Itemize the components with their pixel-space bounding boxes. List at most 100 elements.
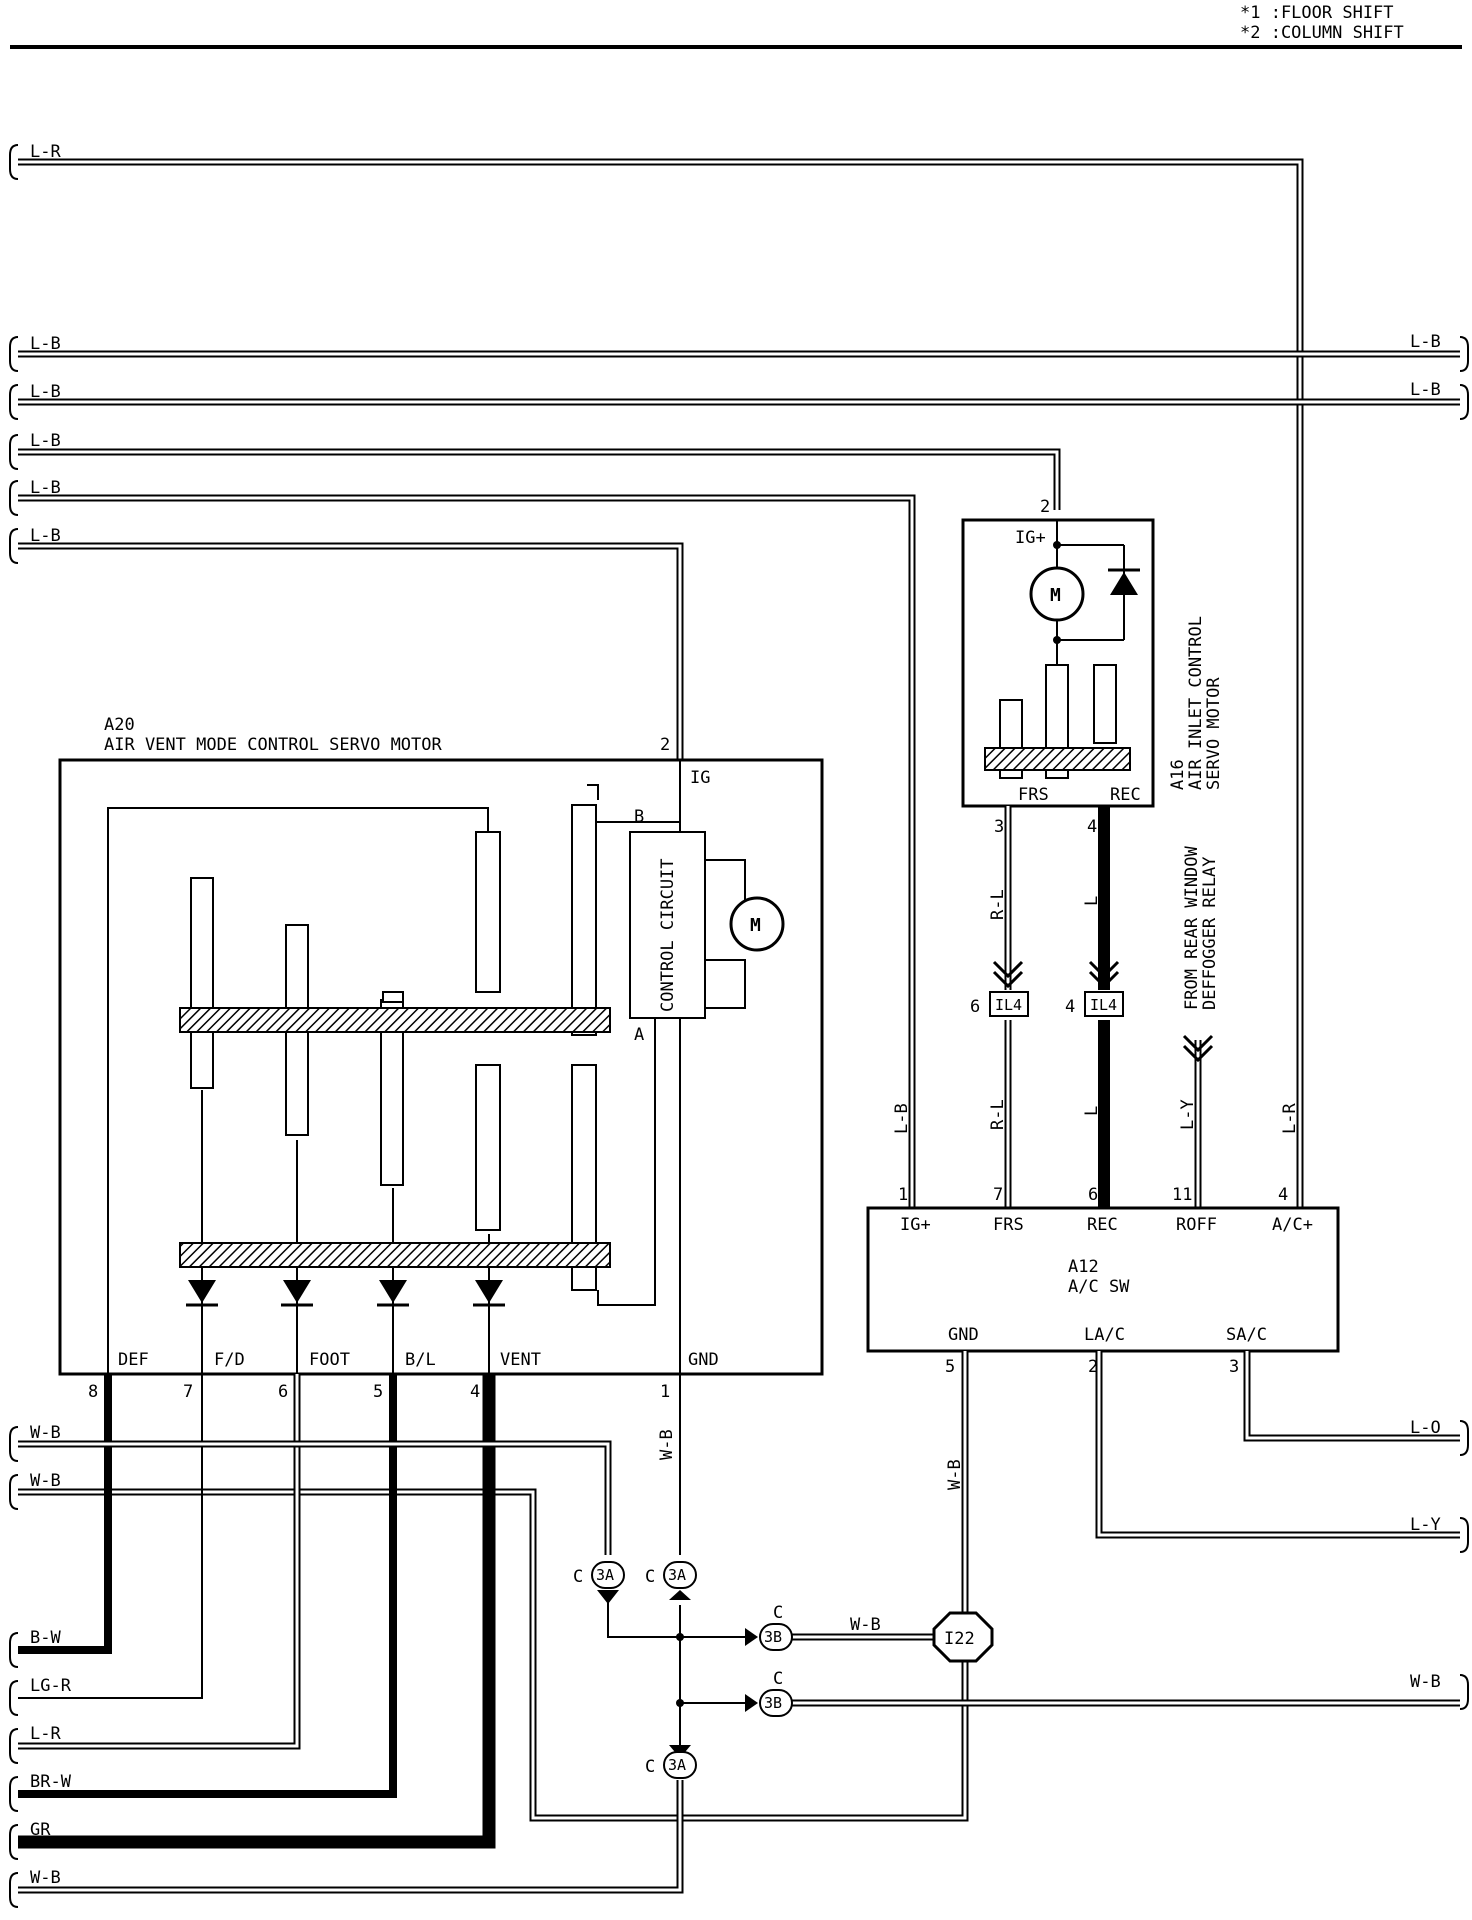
- i22-connector: I22: [932, 1611, 994, 1663]
- wire-label-right-bottom-2: L-Y: [1410, 1515, 1441, 1535]
- junction-3b-top: 3B C: [745, 1603, 793, 1651]
- a20-servo-motor: IG CONTROL CIRCUIT B A M: [58, 758, 824, 1376]
- wire-label-left-top-5: L-B: [30, 478, 61, 498]
- wire-label-left-bottom-8: W-B: [30, 1868, 61, 1888]
- a16-pin-rec: 4: [1087, 817, 1097, 837]
- junction-3a-left-label: 3A: [596, 1566, 614, 1584]
- junction-3b-top-label: 3B: [764, 1628, 782, 1646]
- a12-label-rec: REC: [1087, 1215, 1118, 1235]
- a16-pin-ig: 2: [1040, 497, 1050, 517]
- junction-3a-mid-label: 3A: [668, 1566, 686, 1584]
- top-wires: [18, 158, 1460, 1210]
- a12-label-lac: LA/C: [1084, 1325, 1125, 1345]
- right-bottom-brackets: [1459, 1420, 1469, 1710]
- junction-3b-bottom-prefix: C: [773, 1669, 783, 1689]
- a20-label-bl: B/L: [405, 1350, 436, 1370]
- wire-label-jb-top: W-B: [850, 1615, 881, 1635]
- wire-label-frs-upper: R-L: [988, 889, 1008, 920]
- wire-label-left-bottom-6: BR-W: [30, 1772, 72, 1792]
- a20-label-foot: FOOT: [309, 1350, 350, 1370]
- a16-motor-symbol: M: [1050, 585, 1061, 606]
- a16-rec-label: REC: [1110, 785, 1141, 805]
- wire-label-a20-gnd: W-B: [657, 1429, 677, 1460]
- wire-label-roff: L-Y: [1178, 1099, 1198, 1130]
- il4-pin-frs: 6: [970, 997, 980, 1017]
- a12-code: A12: [1068, 1257, 1099, 1277]
- il4-chevrons: [992, 960, 1214, 1063]
- wire-label-left-bottom-7: GR: [30, 1820, 51, 1840]
- a12-pin-11: 11: [1172, 1185, 1192, 1205]
- a16-name-line2: SERVO MOTOR: [1204, 677, 1224, 790]
- relay-label-line1: FROM REAR WINDOW: [1182, 845, 1202, 1010]
- left-top-brackets: [9, 144, 19, 564]
- wire-label-right-bottom-1: L-O: [1410, 1418, 1441, 1438]
- a20-code: A20: [104, 715, 135, 735]
- a16-pin-frs: 3: [994, 817, 1004, 837]
- wire-label-rec-upper: L: [1082, 896, 1102, 906]
- junction-3b-bottom-label: 3B: [764, 1694, 782, 1712]
- a12-label-ac: A/C+: [1272, 1215, 1313, 1235]
- wire-label-right-bottom-3: W-B: [1410, 1672, 1441, 1692]
- junction-3a-low: 3A C: [645, 1745, 697, 1779]
- a16-output-wires: [1004, 806, 1202, 1210]
- a12-label-roff: ROFF: [1176, 1215, 1217, 1235]
- wire-label-a12-ig: L-B: [892, 1103, 912, 1134]
- a12-pin-5: 5: [945, 1357, 955, 1377]
- wire-label-ac: L-R: [1280, 1103, 1300, 1134]
- note-floor-shift: *1 :FLOOR SHIFT: [1240, 3, 1394, 23]
- junction-3a-left: 3A C: [573, 1561, 625, 1604]
- right-top-brackets: [1459, 336, 1469, 420]
- a12-ac-switch: 1 7 6 11 4 IG+ FRS REC ROFF A/C+ A12 A/C…: [866, 1185, 1340, 1377]
- a12-pin-6: 6: [1088, 1185, 1098, 1205]
- a20-pin-1: 1: [660, 1382, 670, 1402]
- a20-name: AIR VENT MODE CONTROL SERVO MOTOR: [104, 735, 443, 755]
- junction-3b-bottom: 3B C: [745, 1669, 793, 1717]
- a16-frs-label: FRS: [1018, 785, 1049, 805]
- junction-3a-left-prefix: C: [573, 1567, 583, 1587]
- a16-code: A16: [1168, 759, 1188, 790]
- relay-label-line2: DEFFOGGER RELAY: [1200, 856, 1220, 1010]
- wire-label-left-bottom-5: L-R: [30, 1724, 61, 1744]
- a20-pin-4: 4: [470, 1382, 480, 1402]
- a12-pin-7: 7: [993, 1185, 1003, 1205]
- bottom-left-wires: [18, 1374, 1460, 1894]
- note-column-shift: *2 :COLUMN SHIFT: [1240, 23, 1404, 43]
- junction-3a-mid-prefix: C: [645, 1567, 655, 1587]
- wire-label-left-bottom-1: W-B: [30, 1423, 61, 1443]
- a16-servo-motor: 2 IG+ M FRS REC 3 4: [961, 497, 1155, 837]
- wire-label-left-bottom-2: W-B: [30, 1471, 61, 1491]
- wire-label-left-top-3: L-B: [30, 382, 61, 402]
- i22-label: I22: [944, 1629, 975, 1649]
- a20-label-gnd: GND: [688, 1350, 719, 1370]
- wire-label-frs-lower: R-L: [988, 1099, 1008, 1130]
- a12-pin-4: 4: [1278, 1185, 1288, 1205]
- wire-label-left-top-2: L-B: [30, 334, 61, 354]
- wire-label-left-top-6: L-B: [30, 526, 61, 546]
- a12-pin-3: 3: [1229, 1357, 1239, 1377]
- a20-label-ig: IG: [690, 768, 710, 788]
- a16-name-line1: AIR INLET CONTROL: [1186, 616, 1206, 790]
- junction-3a-low-prefix: C: [645, 1757, 655, 1777]
- a20-label-fd: F/D: [214, 1350, 245, 1370]
- a12-pin-2: 2: [1088, 1357, 1098, 1377]
- a12-label-gnd: GND: [948, 1325, 979, 1345]
- wire-label-right-top-1: L-B: [1410, 332, 1441, 352]
- il4-label-frs: IL4: [995, 996, 1022, 1014]
- junction-3a-low-label: 3A: [668, 1756, 686, 1774]
- wire-label-left-bottom-4: LG-R: [30, 1676, 72, 1696]
- a20-pin-ig-num: 2: [660, 735, 670, 755]
- a20-pin-5: 5: [373, 1382, 383, 1402]
- wire-label-left-bottom-3: B-W: [30, 1628, 61, 1648]
- a20-control-circuit: CONTROL CIRCUIT: [658, 858, 678, 1012]
- a12-label-ig: IG+: [900, 1215, 931, 1235]
- a20-motor-symbol: M: [750, 915, 761, 936]
- a20-pin-8: 8: [88, 1382, 98, 1402]
- a12-pin-1: 1: [898, 1185, 908, 1205]
- a16-ig-label: IG+: [1015, 528, 1046, 548]
- a20-label-def: DEF: [118, 1350, 149, 1370]
- a12-label-sac: SA/C: [1226, 1325, 1267, 1345]
- wire-label-left-top-1: L-R: [30, 142, 61, 162]
- il4-connector-frs: [989, 991, 1029, 1017]
- il4-pin-rec: 4: [1065, 997, 1075, 1017]
